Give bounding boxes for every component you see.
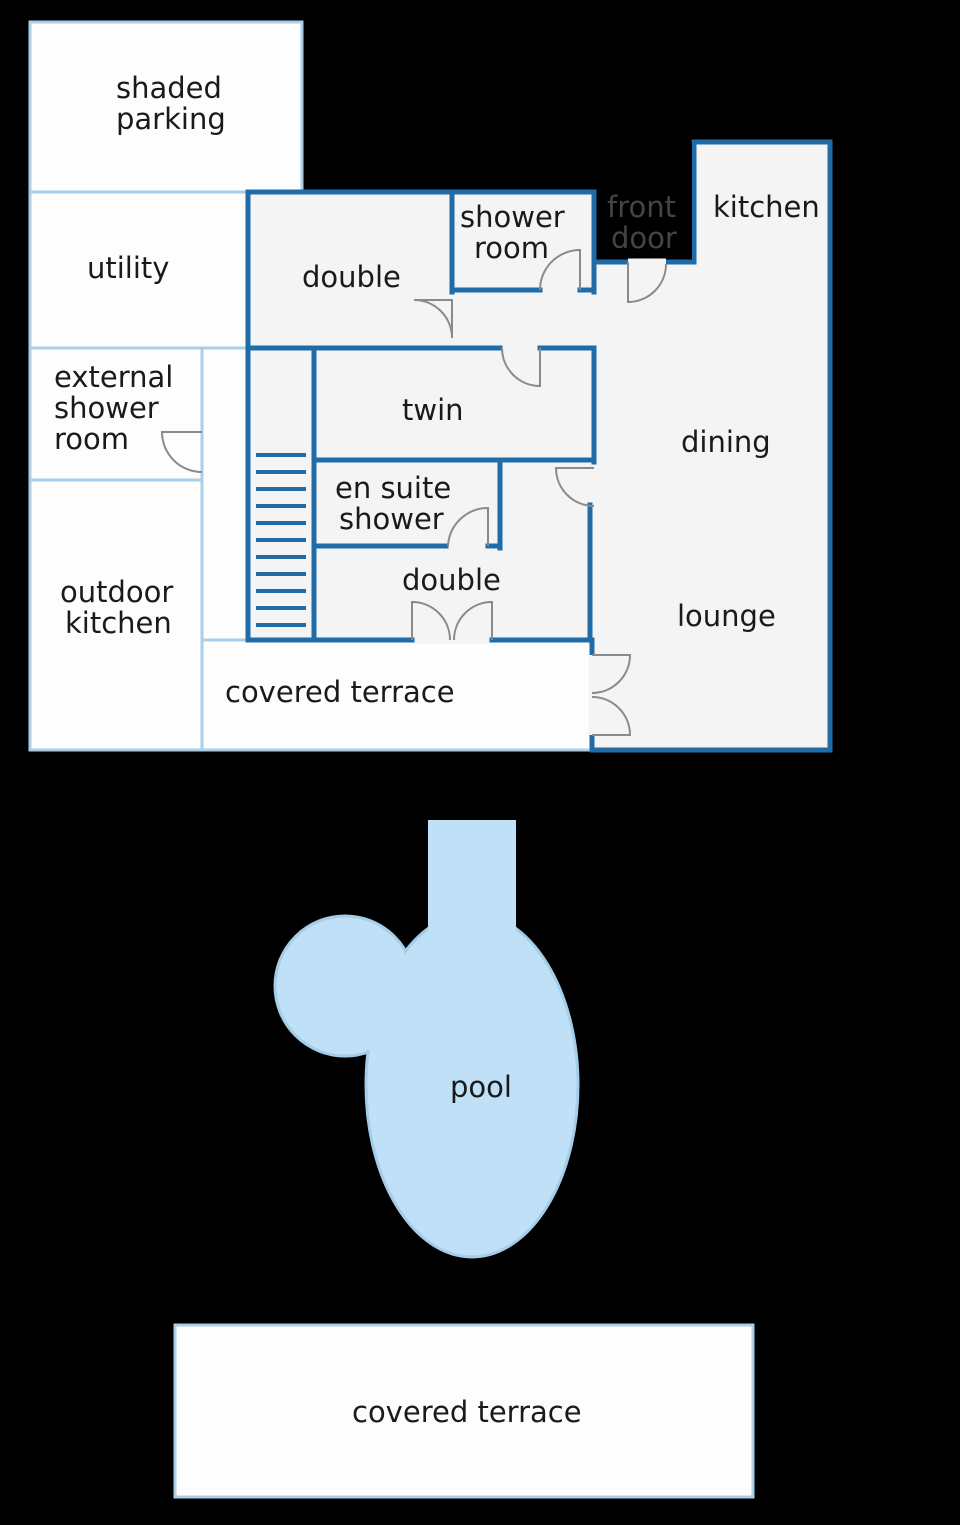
door-swings <box>160 248 667 736</box>
front-door-label: front door <box>607 190 685 255</box>
terrace-door-upper <box>591 654 632 694</box>
covered-terrace-upper-area <box>200 638 594 752</box>
front-door-line2: door <box>611 221 677 255</box>
pool-label: pool <box>450 1070 512 1104</box>
terrace-door-lower <box>591 696 632 736</box>
shaded-parking-line1: shaded <box>116 71 222 105</box>
shower-room-label: shower room <box>460 200 574 265</box>
outdoor-kitchen-line1: outdoor <box>60 575 173 609</box>
twin-door <box>501 347 541 388</box>
front-door-swing <box>627 262 667 304</box>
dining-door <box>554 467 595 507</box>
external-shower-room-label: external shower room <box>54 360 183 456</box>
shaded-parking-label: shaded parking <box>116 71 231 136</box>
lounge-label: lounge <box>677 599 776 633</box>
shower-room-door <box>539 248 581 291</box>
shower-room-line2: room <box>474 231 549 265</box>
external-shower-room-area <box>28 346 204 482</box>
utility-area <box>28 190 250 350</box>
outdoor-kitchen-line2: kitchen <box>65 606 172 640</box>
external-shower-line1: external <box>54 360 173 394</box>
twin-label: twin <box>402 393 464 427</box>
double-upper-label: double <box>302 260 401 294</box>
en-suite-line2: shower <box>339 502 444 536</box>
shaded-parking-area <box>28 20 304 194</box>
shower-room-line1: shower <box>460 200 565 234</box>
covered-terrace-lower-area <box>173 1323 755 1499</box>
utility-label: utility <box>87 251 169 285</box>
interior-house <box>245 139 833 753</box>
staircase <box>256 453 306 627</box>
external-shower-line3: room <box>54 422 129 456</box>
en-suite-shower-label: en suite shower <box>335 471 460 536</box>
double-lower-door-left <box>411 600 451 641</box>
exterior-areas <box>28 20 594 752</box>
covered-terrace-upper-label: covered terrace <box>225 675 455 709</box>
front-door-area <box>596 142 692 260</box>
interior-walls <box>245 189 597 643</box>
kitchen-label: kitchen <box>713 190 820 224</box>
en-suite-door <box>447 506 489 547</box>
dining-label: dining <box>681 425 771 459</box>
en-suite-line1: en suite <box>335 471 451 505</box>
outdoor-kitchen-label: outdoor kitchen <box>60 575 183 640</box>
outdoor-kitchen-area <box>28 478 204 752</box>
double-upper-door <box>413 299 453 339</box>
double-lower-label: double <box>402 563 501 597</box>
utility-door <box>160 431 203 473</box>
external-shower-line2: shower <box>54 391 159 425</box>
covered-terrace-lower-label: covered terrace <box>352 1395 582 1429</box>
double-lower-door-right <box>453 600 493 641</box>
front-door-line1: front <box>607 190 676 224</box>
corridor-area <box>200 346 250 642</box>
pool <box>273 820 580 1259</box>
shaded-parking-line2: parking <box>116 102 226 136</box>
